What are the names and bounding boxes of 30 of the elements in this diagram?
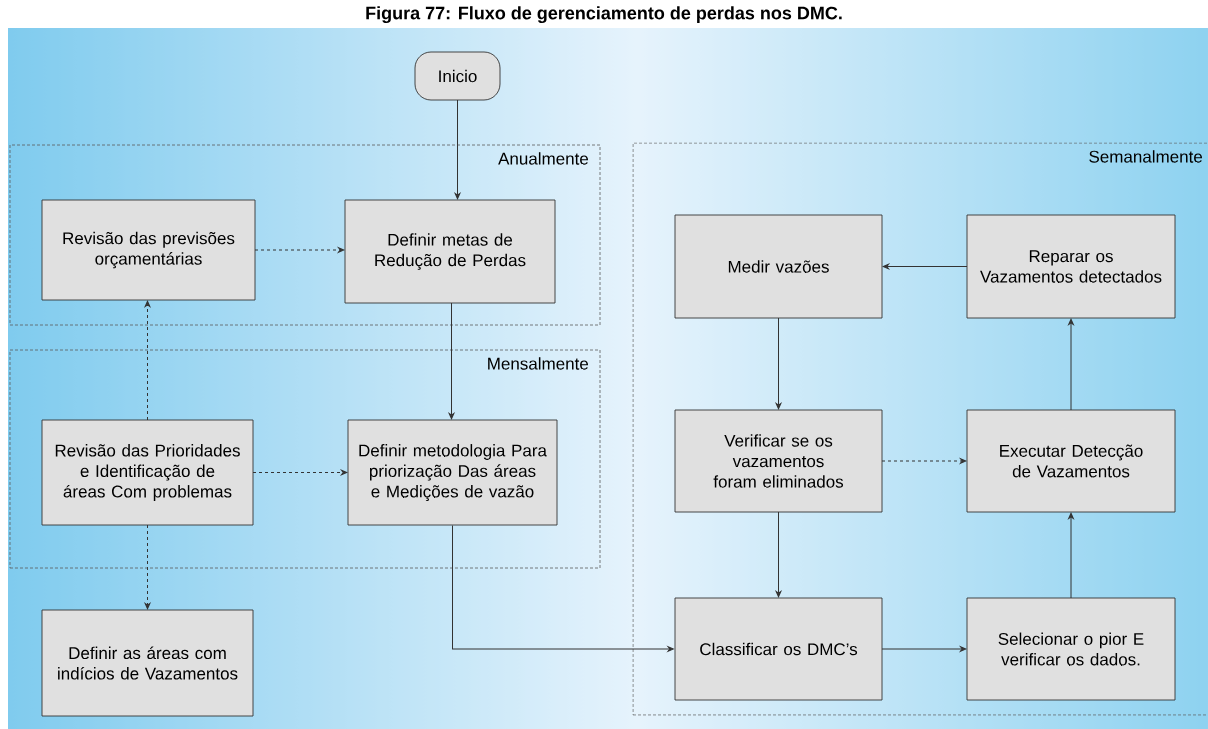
arrow xyxy=(775,317,782,410)
frame-heading: Mensalmente xyxy=(488,357,589,370)
arrow xyxy=(144,300,151,421)
arrow xyxy=(881,458,967,464)
process-box: Revisão das Prioridades e Identificação de áreas Com problemas xyxy=(41,419,254,526)
arrow xyxy=(1068,512,1074,599)
arrow xyxy=(144,524,151,610)
process-box: Revisão das previsões orçamentárias xyxy=(41,199,256,301)
arrow xyxy=(448,302,455,420)
figure-title: Figura 77: Fluxo de gerenciamento de perdas nos DMC. xyxy=(366,6,842,24)
arrow xyxy=(882,263,968,270)
arrow xyxy=(452,524,674,652)
process-box: Selecionar o pior E verificar os dados. xyxy=(966,597,1176,701)
process-box: Definir as áreas com indícios de Vazamentos xyxy=(41,609,254,717)
arrow xyxy=(1068,318,1074,411)
process-box: Definir metodologia Para priorização Das áreas e Medições de vazão xyxy=(347,419,558,526)
process-box: Medir vazões xyxy=(674,214,883,319)
arrow xyxy=(454,99,461,200)
process-box: Executar Detecção de Vazamentos xyxy=(966,409,1176,513)
frame-heading: Semanalmente xyxy=(1089,150,1203,163)
process-box: Reparar os Vazamentos detectados xyxy=(966,214,1176,319)
process-box: Definir metas de Redução de Perdas xyxy=(344,199,556,304)
arrow xyxy=(252,469,348,476)
process-box: Verificar se os vazamentos foram eliminados xyxy=(674,409,883,513)
start-terminal: Inicio xyxy=(414,51,501,101)
frame-heading: Anualmente xyxy=(498,152,589,165)
arrow xyxy=(254,247,345,253)
arrow xyxy=(881,646,967,652)
process-box: Classificar os DMC’s xyxy=(674,597,883,701)
arrow xyxy=(775,511,782,598)
